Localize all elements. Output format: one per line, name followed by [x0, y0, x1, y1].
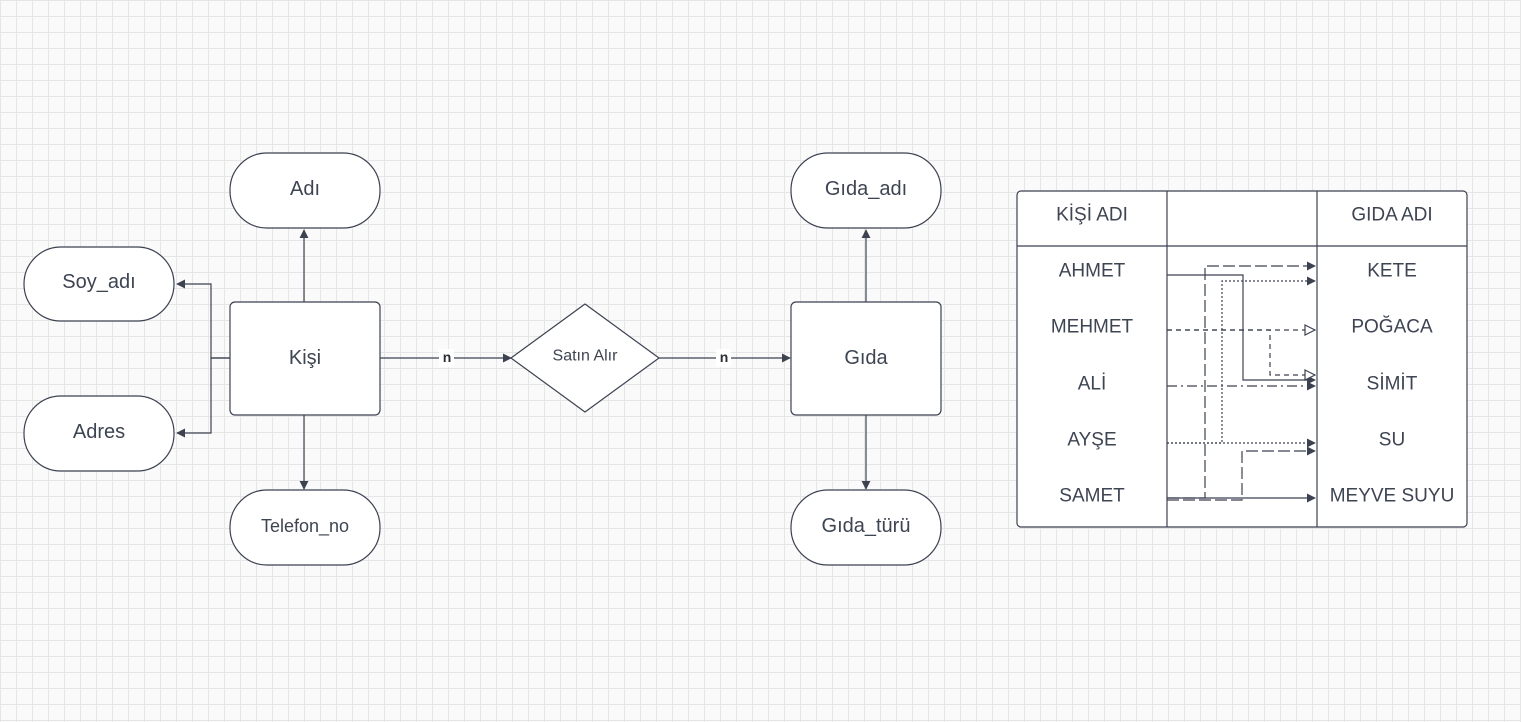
cardinality-left-bg	[439, 349, 454, 367]
attribute-soy-adi-label: Soy_adı	[62, 271, 135, 293]
attribute-adres[interactable]: Adres	[23, 395, 175, 472]
mapping-arrows	[1167, 261, 1316, 503]
table-header-gida-adi: GIDA ADI	[1351, 205, 1432, 226]
attribute-soy-adi[interactable]: Soy_adı	[23, 246, 175, 322]
entity-gida[interactable]: Gıda	[790, 301, 942, 416]
attribute-gida-turu[interactable]: Gıda_türü	[790, 489, 942, 566]
table-food: SU	[1379, 430, 1405, 451]
connector-kisi-adres	[176, 357, 230, 438]
mapping-arrow	[1167, 446, 1316, 501]
cardinality-left: n	[443, 349, 452, 365]
table-person: AHMET	[1059, 261, 1126, 282]
entity-kisi-label: Kişi	[289, 347, 321, 369]
relationship-satin-alir[interactable]: Satın Alır	[510, 303, 660, 413]
table-food: SİMİT	[1367, 374, 1418, 395]
attribute-gida-adi[interactable]: Gıda_adı	[790, 152, 942, 229]
table-person: SAMET	[1059, 486, 1125, 507]
table-food: POĞACA	[1351, 316, 1433, 338]
attribute-adi-label: Adı	[290, 178, 320, 200]
table-food: KETE	[1367, 261, 1417, 282]
attribute-telefon-no[interactable]: Telefon_no	[229, 489, 381, 566]
relationship-satin-alir-label: Satın Alır	[553, 348, 619, 365]
table-person: AYŞE	[1067, 430, 1116, 451]
table-person: MEHMET	[1051, 317, 1134, 338]
attribute-adi[interactable]: Adı	[229, 152, 381, 229]
attribute-gida-adi-label: Gıda_adı	[825, 178, 907, 200]
mapping-arrow	[1167, 276, 1316, 444]
attribute-telefon-no-label: Telefon_no	[261, 516, 349, 537]
table-person: ALİ	[1078, 374, 1107, 395]
cardinality-right-bg	[716, 349, 731, 367]
table-header-kisi-adi: KİŞİ ADI	[1056, 205, 1128, 226]
attribute-adres-label: Adres	[73, 421, 125, 443]
cardinality-right: n	[720, 349, 729, 365]
entity-gida-label: Gıda	[844, 347, 888, 369]
entity-kisi[interactable]: Kişi	[229, 301, 381, 416]
attribute-gida-turu-label: Gıda_türü	[822, 515, 911, 537]
mapping-table: KİŞİ ADI GIDA ADI AHMET MEHMET ALİ AYŞE …	[1016, 190, 1468, 528]
table-food: MEYVE SUYU	[1330, 486, 1455, 507]
connector-kisi-soy-adi	[176, 279, 230, 359]
